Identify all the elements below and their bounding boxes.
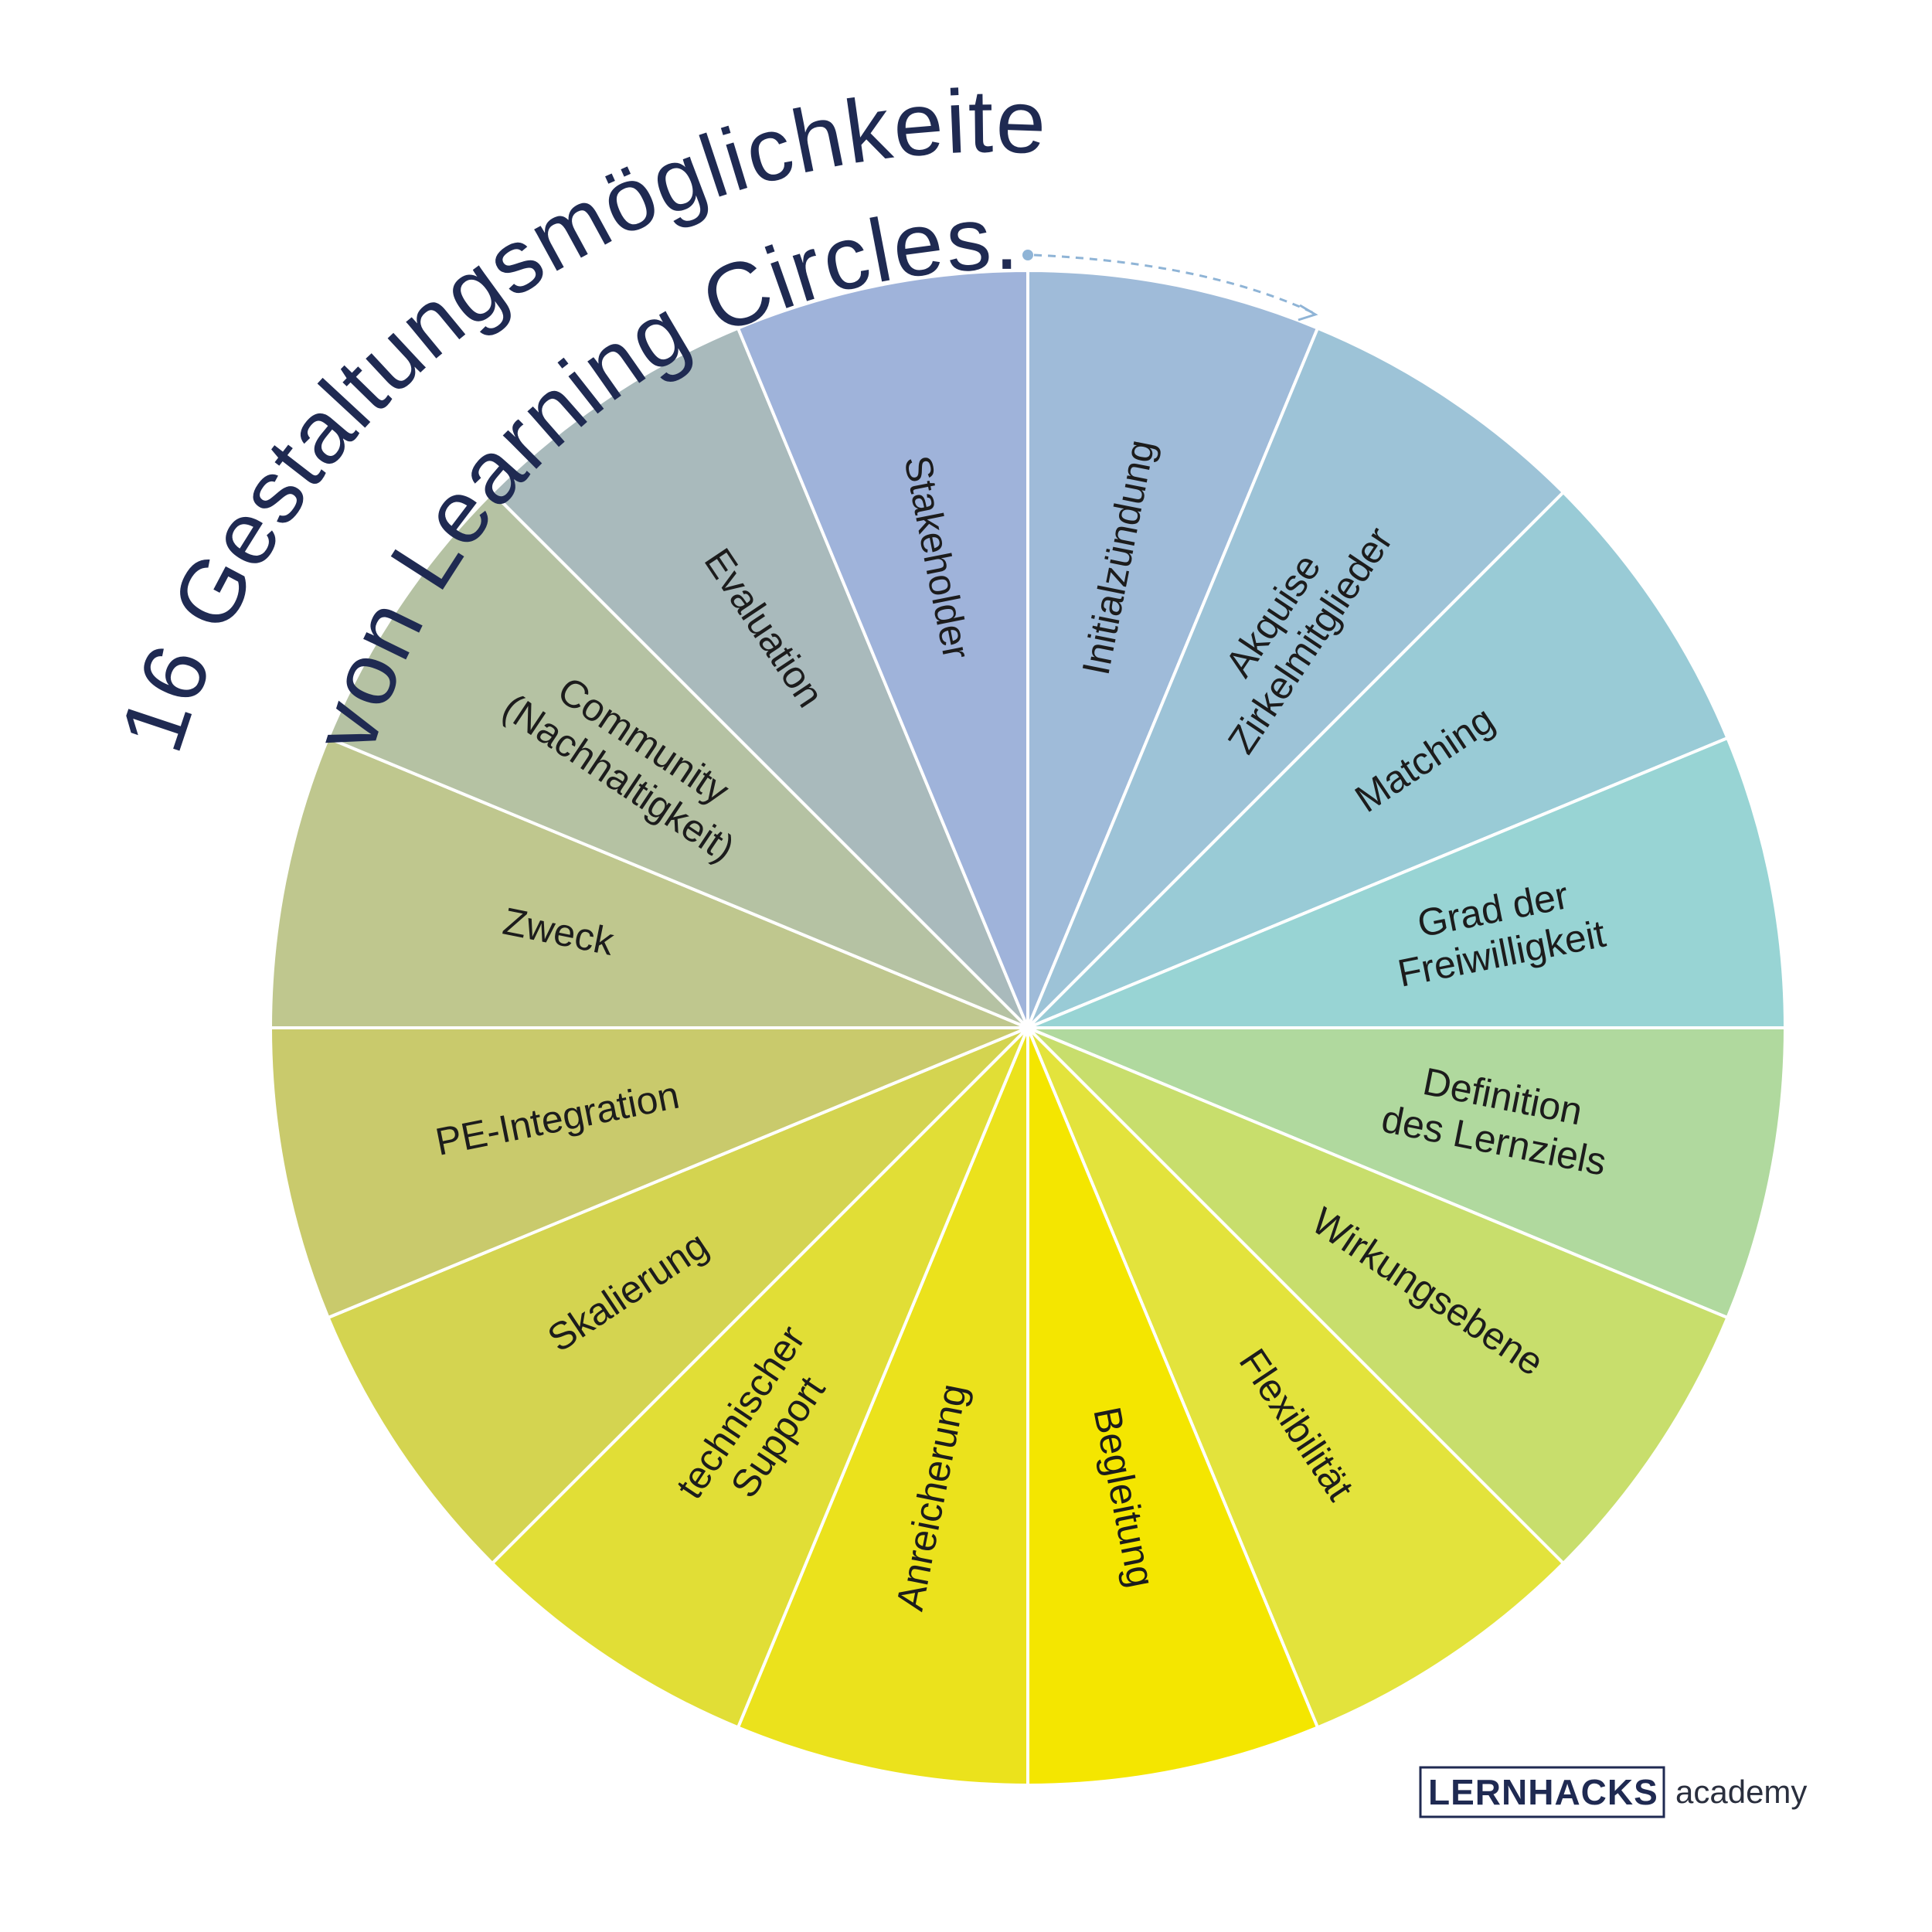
logo-box (1419, 1766, 1665, 1818)
arrow-head-icon (1298, 304, 1318, 321)
wheel-center-dot (1020, 1020, 1036, 1036)
wheel-segment-15 (490, 325, 1029, 1029)
wheel-segment-3 (1026, 490, 1730, 1029)
wheel-segment-4 (1027, 736, 1787, 1029)
wheel-segment-5 (1027, 1026, 1787, 1320)
wheel-segment-13 (268, 736, 1029, 1029)
wheel-segment-6 (1026, 1026, 1730, 1566)
wheel-segment-11 (325, 1026, 1029, 1566)
wheel-segment-16 (736, 268, 1029, 1029)
wheel-segments (268, 268, 1787, 1787)
wheel-segment-14 (325, 490, 1029, 1029)
wheel-segment-12 (268, 1026, 1029, 1320)
logo-suffix: academy (1675, 1774, 1807, 1810)
wheel-segment-1 (1026, 268, 1320, 1029)
wheel-segment-10 (490, 1026, 1029, 1730)
logo-brand: LERNHACKS (1428, 1772, 1658, 1812)
arrow-start-dot-icon (1022, 250, 1033, 260)
wheel-segment-8 (1026, 1027, 1320, 1787)
wheel-segment-7 (1026, 1026, 1566, 1730)
dashed-arrow-icon (1033, 253, 1315, 315)
brand-logo: LERNHACKS academy (1419, 1766, 1807, 1818)
wheel-segment-9 (736, 1027, 1029, 1787)
wheel-segment-2 (1026, 325, 1566, 1029)
title-indicator-arrow (1022, 250, 1318, 321)
